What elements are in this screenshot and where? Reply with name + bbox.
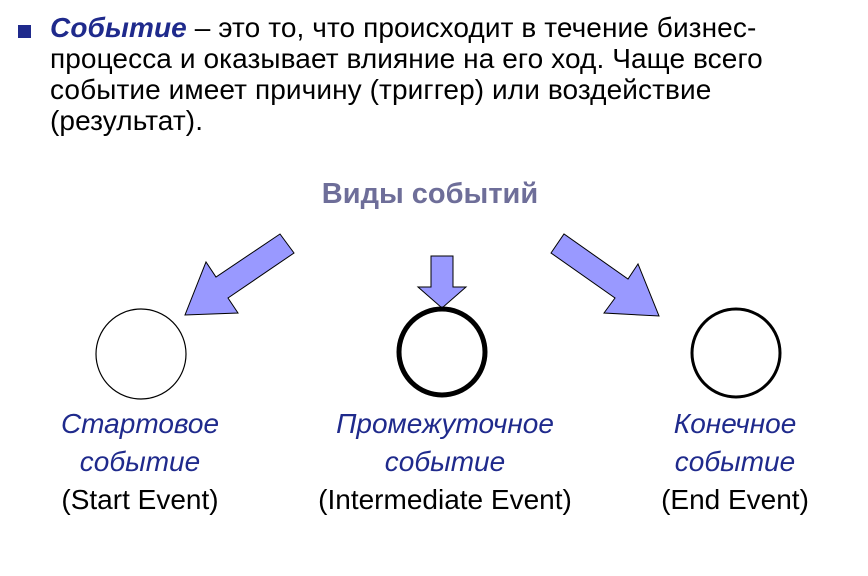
start-event-circle bbox=[95, 308, 187, 400]
definition-paragraph: Событие – это то, что происходит в течен… bbox=[14, 12, 860, 136]
arrow-to-end-event bbox=[550, 233, 660, 317]
intermediate-event-name-line2: событие bbox=[384, 446, 506, 477]
intermediate-event-name-line1: Промежуточное bbox=[336, 408, 554, 439]
arrow-to-start-event bbox=[184, 233, 295, 316]
end-event-circle bbox=[690, 307, 782, 399]
definition-body: – это то, что происходит в течение бизне… bbox=[50, 12, 763, 136]
start-event-english-name: (Start Event) bbox=[61, 484, 219, 515]
definition-term: Событие bbox=[50, 12, 187, 43]
event-types-heading: Виды событий bbox=[321, 178, 539, 210]
end-event-label: Конечное событие (End Event) bbox=[615, 405, 855, 519]
end-event-name-line1: Конечное bbox=[673, 408, 797, 439]
bullet-square-icon bbox=[18, 25, 31, 38]
end-event-name-line2: событие bbox=[674, 446, 796, 477]
start-event-name-line2: событие bbox=[79, 446, 201, 477]
definition-text: Событие – это то, что происходит в течен… bbox=[50, 12, 860, 136]
arrow-to-intermediate-event bbox=[416, 255, 468, 309]
start-event-name-line1: Стартовое bbox=[60, 408, 220, 439]
intermediate-event-circle bbox=[396, 306, 488, 398]
intermediate-event-english-name: (Intermediate Event) bbox=[318, 484, 572, 515]
start-event-label: Стартовое событие (Start Event) bbox=[20, 405, 260, 519]
intermediate-event-label: Промежуточное событие (Intermediate Even… bbox=[300, 405, 590, 519]
end-event-english-name: (End Event) bbox=[661, 484, 809, 515]
